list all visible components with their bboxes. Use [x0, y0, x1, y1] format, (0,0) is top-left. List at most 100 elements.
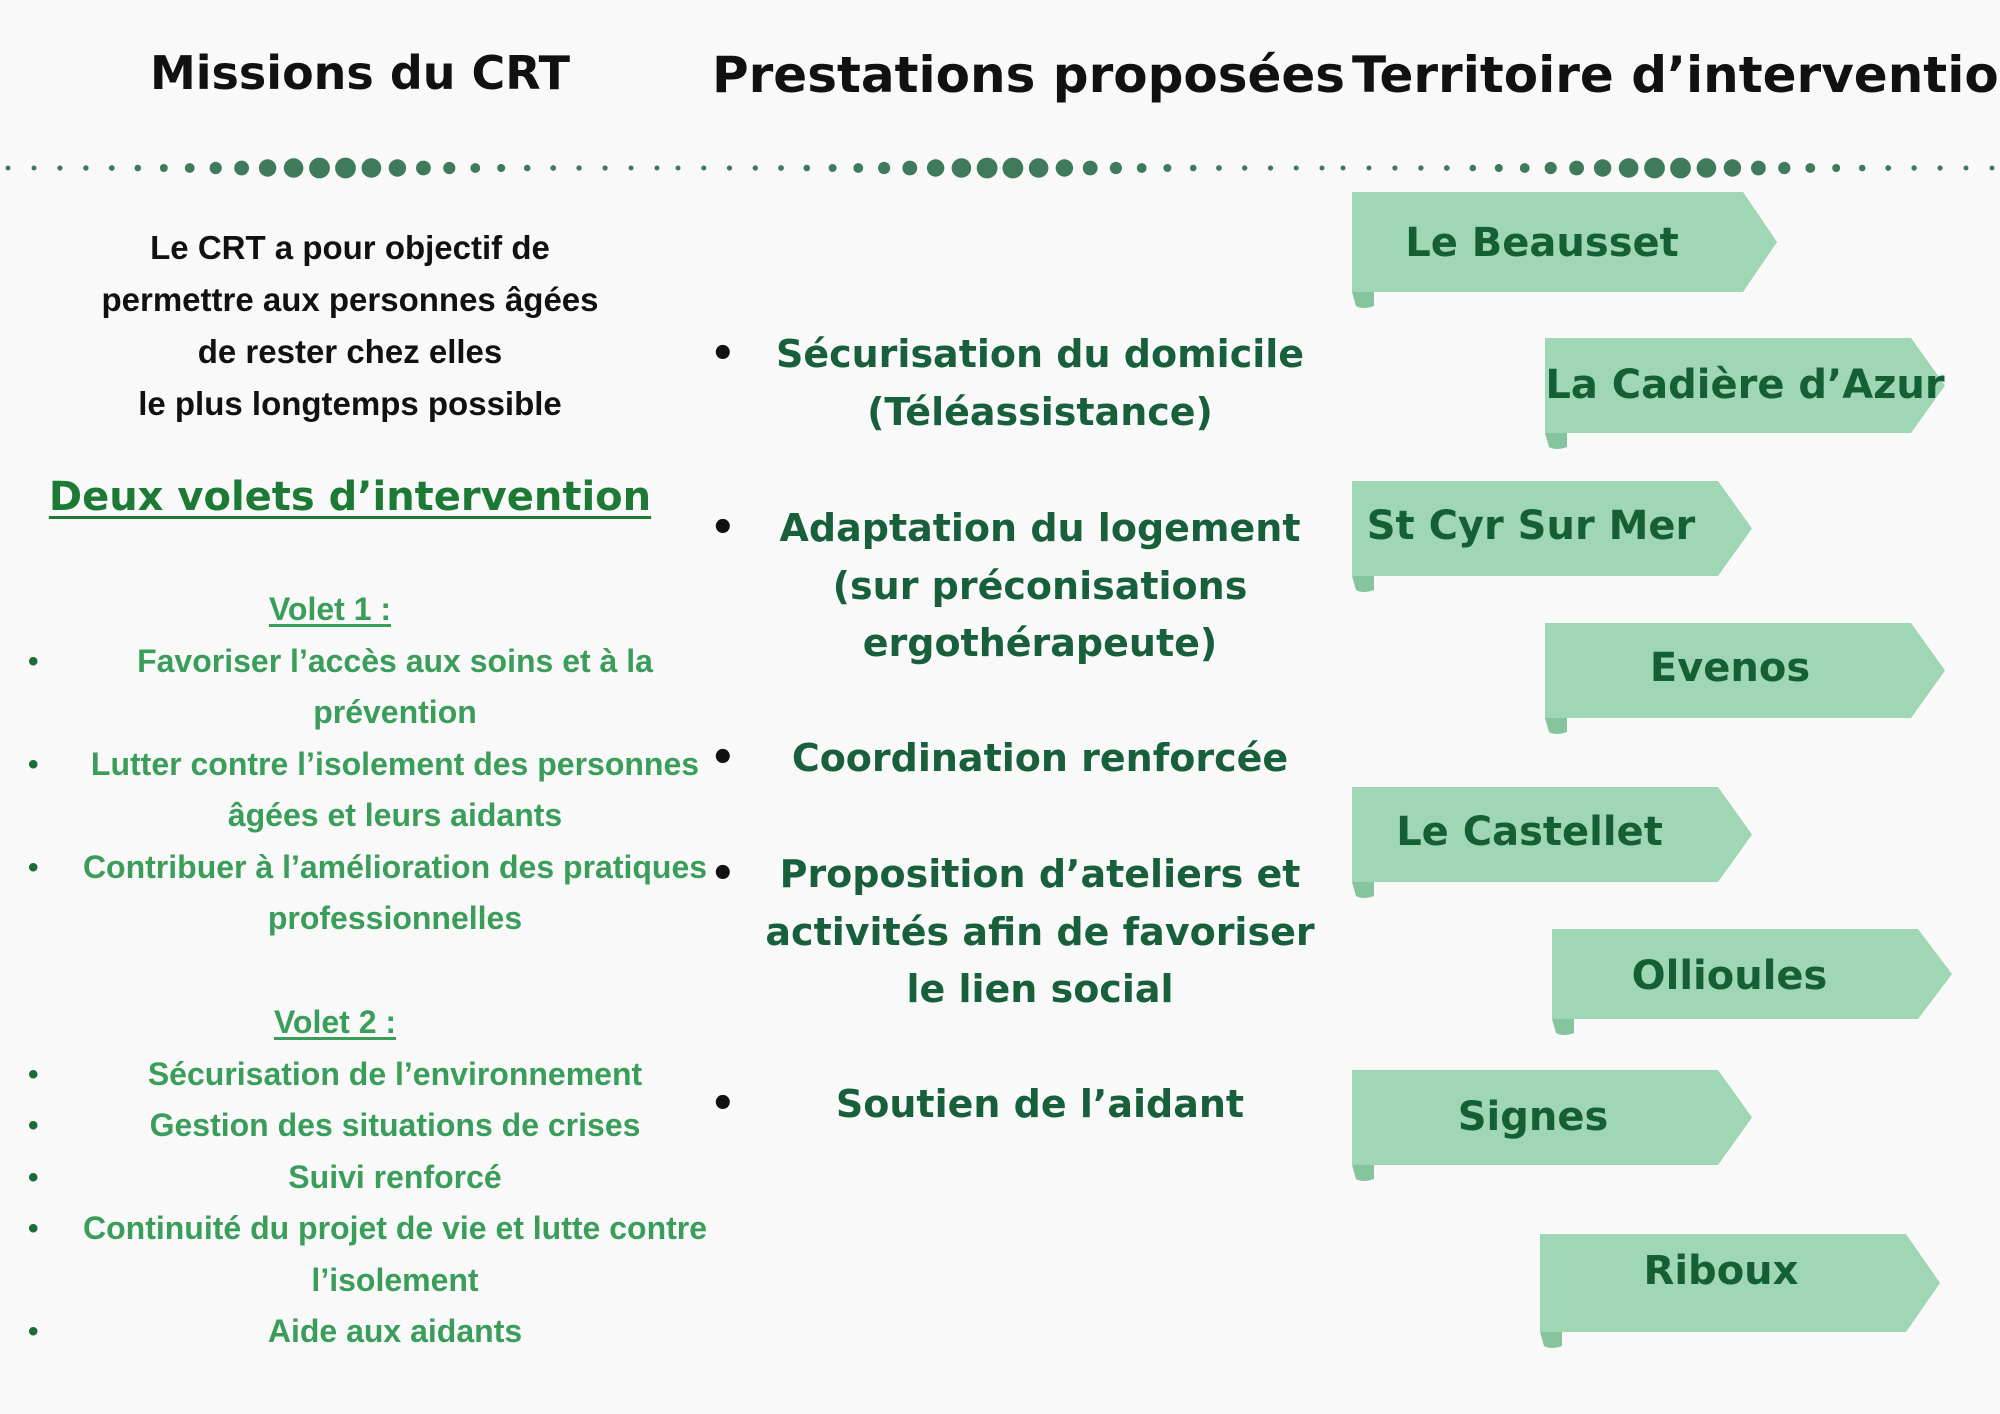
ribbon-body — [1552, 929, 1952, 1019]
divider-dot — [853, 163, 864, 173]
divider-dot — [361, 158, 382, 178]
volet-1-list: •Favoriser l’accès aux soins et à la pré… — [0, 636, 730, 945]
divider-dot — [234, 160, 250, 176]
divider-dot — [1340, 165, 1346, 171]
volet-1-title: Volet 1 : — [268, 591, 392, 627]
divider-dot — [675, 165, 681, 171]
divider-dot — [550, 165, 557, 171]
divider-dot — [1670, 157, 1691, 179]
divider-dot — [1267, 165, 1274, 171]
divider-dot — [1644, 157, 1665, 179]
divider-dot — [1028, 158, 1049, 178]
divider-dot — [1885, 165, 1892, 171]
divider-dot — [1618, 158, 1639, 178]
bullet-icon: • — [710, 505, 736, 551]
ribbon-fold — [1552, 1019, 1574, 1035]
divider-dot — [726, 165, 733, 171]
divider-dot — [576, 165, 582, 171]
bullet-icon: • — [28, 1057, 39, 1091]
ribbon-body — [1352, 481, 1752, 576]
prestation-item: • Soutien de l’aidant — [700, 1076, 1320, 1134]
divider-dot — [1544, 161, 1557, 175]
divider-dot — [209, 161, 222, 175]
divider-dot — [828, 164, 837, 172]
intro-line: Le CRT a pour objectif de — [150, 229, 550, 266]
divider-dot — [1805, 163, 1816, 173]
ribbon-fold — [1352, 882, 1374, 898]
divider-dot — [1494, 164, 1503, 172]
divider-dot — [1319, 165, 1325, 171]
ribbon-fold — [1352, 292, 1374, 308]
ribbon-shape — [1540, 1234, 1940, 1348]
divider-dot — [1858, 164, 1866, 172]
ribbon-fold — [1545, 718, 1567, 734]
divider-dot — [602, 165, 608, 171]
divider-dot — [388, 159, 407, 177]
intro-line: de rester chez elles — [197, 333, 503, 370]
ribbon-label: Le Castellet — [1396, 809, 1663, 855]
divider-dot — [159, 164, 168, 172]
list-item: •Suivi renforcé — [0, 1152, 730, 1204]
ribbon-label: Riboux — [1643, 1248, 1799, 1294]
prestation-item: • Adaptation du logement (sur préconisat… — [700, 500, 1320, 673]
divider-dot — [1163, 164, 1172, 172]
bullet-icon: • — [710, 1081, 736, 1127]
divider-dot — [976, 157, 998, 179]
divider-dot — [1002, 157, 1024, 179]
ribbon-fold — [1545, 433, 1567, 449]
divider-dot — [416, 160, 431, 176]
divider-dot — [1189, 164, 1197, 172]
ribbon-body — [1545, 623, 1945, 718]
list-item: •Lutter contre l’isolement des personnes… — [0, 739, 730, 842]
missions-intro: Le CRT a pour objectif de permettre aux … — [60, 222, 640, 430]
divider-dot — [778, 165, 784, 171]
ribbon-body — [1352, 787, 1752, 882]
divider-dot — [752, 165, 758, 171]
ribbon-fold — [1540, 1332, 1562, 1348]
prestation-item: • Coordination renforcée — [700, 730, 1320, 788]
bullet-icon: • — [710, 851, 736, 897]
ribbon-shape — [1545, 623, 1945, 734]
list-item: •Continuité du projet de vie et lutte co… — [0, 1203, 730, 1306]
bullet-icon: • — [28, 1160, 39, 1194]
divider-dot — [878, 161, 891, 175]
volet-2-list: •Sécurisation de l’environnement •Gestio… — [0, 1049, 730, 1358]
divider-dot — [1082, 160, 1098, 176]
bullet-icon: • — [28, 1315, 39, 1348]
ribbon-label: Evenos — [1649, 645, 1811, 691]
list-item: •Gestion des situations de crises — [0, 1100, 730, 1152]
divider-dot — [335, 157, 356, 179]
ribbon-shape — [1545, 338, 1945, 449]
divider-dot — [1593, 159, 1612, 177]
divider-dot — [134, 164, 142, 172]
divider-dot — [497, 164, 506, 172]
divider-dot — [926, 159, 945, 177]
divider-dot — [951, 158, 972, 178]
ribbon-label: Signes — [1457, 1094, 1609, 1140]
bullet-icon: • — [710, 735, 736, 781]
divider-dot — [1778, 161, 1791, 175]
ribbon-body — [1352, 1070, 1752, 1165]
intro-line: permettre aux personnes âgées — [101, 281, 599, 318]
divider-dot — [31, 165, 37, 171]
divider-dot — [1443, 165, 1450, 171]
ribbon-fold — [1352, 576, 1374, 592]
divider-dot — [184, 163, 195, 173]
divider-dot — [523, 164, 531, 172]
bullet-icon: • — [710, 331, 736, 377]
ribbon-label: La Cadière d’Azur — [1545, 362, 1945, 408]
ribbon-label: Ollioules — [1631, 953, 1828, 999]
divider-dot — [1392, 165, 1398, 171]
divider-dot — [1569, 160, 1584, 176]
header-territoire: Territoire d’intervention — [1352, 46, 2000, 104]
divider-dot — [1751, 160, 1766, 176]
divider-dot — [258, 159, 277, 177]
dotted-divider — [5, 157, 1995, 179]
volet-2-title: Volet 2 : — [273, 1004, 397, 1040]
volet-1: Volet 1 : •Favoriser l’accès aux soins e… — [0, 584, 730, 945]
divider-dot — [1937, 165, 1943, 171]
divider-dot — [443, 161, 456, 175]
header-missions: Missions du CRT — [150, 46, 570, 100]
section-title: Deux volets d’intervention — [48, 474, 652, 520]
divider-dot — [1723, 159, 1742, 177]
